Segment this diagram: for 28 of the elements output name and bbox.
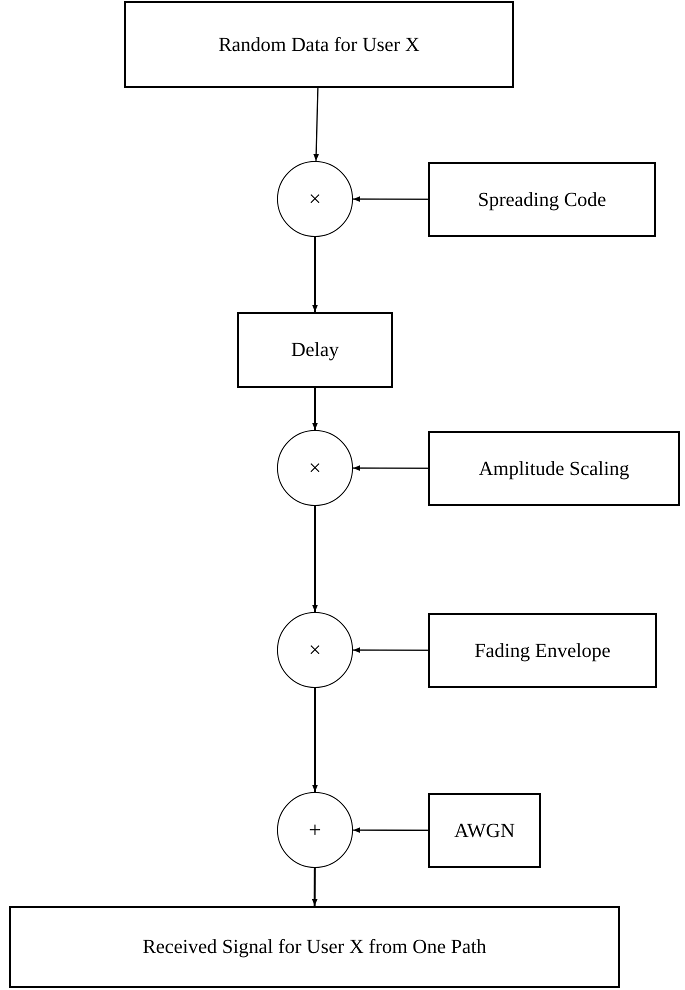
process-box [428, 162, 656, 237]
arrow [312, 237, 318, 312]
box-label: Delay [291, 338, 339, 362]
box-label: Received Signal for User X from One Path [142, 935, 486, 959]
arrow [312, 868, 318, 906]
process-box [428, 613, 657, 688]
arrow [312, 688, 318, 792]
arrow [353, 827, 428, 833]
process-box [428, 793, 541, 868]
operator-symbol: × [308, 636, 322, 664]
operator-symbol: + [308, 816, 322, 844]
process-box [237, 312, 393, 388]
operator-symbol: × [308, 454, 322, 482]
arrow [312, 388, 318, 430]
arrow [312, 506, 318, 612]
box-label: Spreading Code [478, 188, 606, 212]
process-box [124, 1, 514, 88]
process-box [9, 906, 620, 988]
arrow [353, 647, 428, 653]
box-label: Fading Envelope [474, 638, 611, 662]
arrow [313, 88, 319, 162]
box-label: AWGN [454, 818, 515, 842]
process-box [428, 431, 680, 506]
arrow [353, 465, 428, 471]
operator-symbol: × [308, 186, 322, 212]
box-label: Amplitude Scaling [478, 456, 630, 480]
box-label: Random Data for User X [218, 32, 420, 56]
arrow [353, 196, 428, 202]
